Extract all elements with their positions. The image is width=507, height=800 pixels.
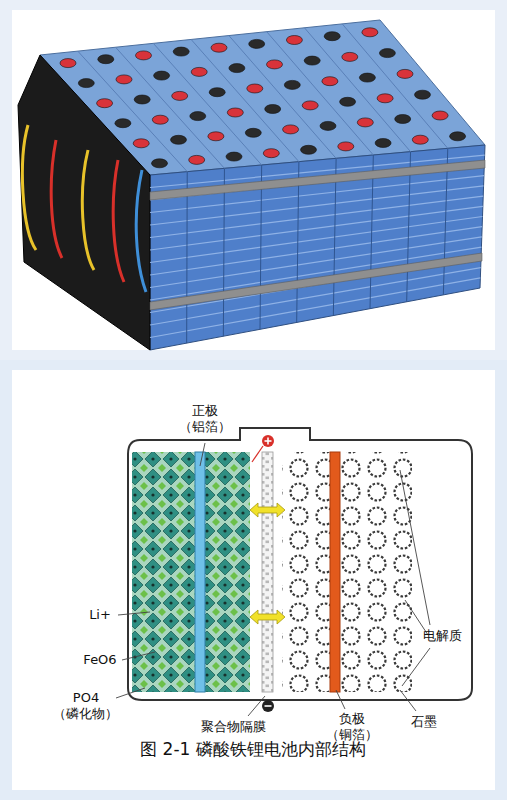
part-label: 石墨: [411, 714, 437, 730]
terminal-cap: [284, 80, 300, 89]
part-label: 负极 （铜箔）: [323, 711, 380, 744]
terminal-cap: [265, 105, 281, 114]
positive-terminal: [252, 435, 274, 462]
terminal-cap: [432, 111, 448, 120]
terminal-cap: [211, 43, 227, 52]
terminal-cap: [340, 97, 356, 106]
negative-terminal: [262, 700, 274, 712]
terminal-cap: [208, 132, 224, 141]
terminal-cap: [395, 115, 411, 124]
terminal-cap: [324, 32, 340, 41]
terminal-cap: [172, 91, 188, 100]
part-label: 聚合物隔膜: [201, 719, 266, 735]
terminal-cap: [247, 84, 263, 93]
terminal-cap: [267, 60, 283, 69]
terminal-cap: [342, 52, 358, 61]
terminal-cap: [286, 36, 302, 45]
terminal-cap: [304, 56, 320, 65]
terminal-cap: [189, 155, 205, 164]
terminal-cap: [173, 47, 189, 56]
terminal-cap: [78, 79, 94, 88]
terminal-cap: [152, 159, 168, 168]
terminal-cap: [98, 55, 114, 64]
terminal-cap: [171, 135, 187, 144]
terminal-cap: [301, 145, 317, 154]
terminal-cap: [412, 135, 428, 144]
terminal-cap: [450, 132, 466, 141]
terminal-cap: [133, 139, 149, 148]
terminal-cap: [152, 115, 168, 124]
terminal-cap: [415, 90, 431, 99]
terminal-cap: [375, 139, 391, 148]
terminal-cap: [154, 71, 170, 80]
terminal-cap: [227, 108, 243, 117]
terminal-cap: [362, 28, 378, 37]
part-label: 电解质: [423, 628, 462, 644]
part-label: FeO6: [83, 652, 116, 668]
terminal-cap: [379, 49, 395, 58]
terminal-cap: [357, 118, 373, 127]
part-label: 正极 （铝箔）: [176, 403, 233, 436]
battery-pack: [18, 20, 485, 350]
terminal-cap: [190, 112, 206, 121]
part-label: PO4 （磷化物）: [50, 690, 123, 723]
terminal-cap: [115, 119, 131, 128]
terminal-cap: [302, 101, 318, 110]
terminal-cap: [263, 149, 279, 158]
leader-lines: [116, 443, 430, 716]
terminal-cap: [283, 125, 299, 134]
terminal-cap: [191, 67, 207, 76]
cell-cross-section: [116, 428, 472, 716]
terminal-cap: [359, 73, 375, 82]
terminal-cap: [245, 128, 261, 137]
terminal-cap: [60, 59, 76, 68]
terminal-cap: [226, 152, 242, 161]
terminal-cap: [134, 95, 150, 104]
terminal-cap: [397, 69, 413, 78]
terminal-cap: [377, 94, 393, 103]
terminal-cap: [136, 51, 152, 60]
terminal-cap: [229, 64, 245, 73]
part-label: Li+: [89, 607, 111, 623]
terminal-cap: [322, 77, 338, 86]
terminal-cap: [97, 99, 113, 108]
terminal-cap: [249, 39, 265, 48]
terminal-cap: [209, 88, 225, 97]
terminal-cap: [320, 121, 336, 130]
terminal-cap: [116, 75, 132, 84]
terminal-cap: [338, 142, 354, 151]
figure-caption: 图 2-1 磷酸铁锂电池内部结构: [140, 738, 366, 761]
